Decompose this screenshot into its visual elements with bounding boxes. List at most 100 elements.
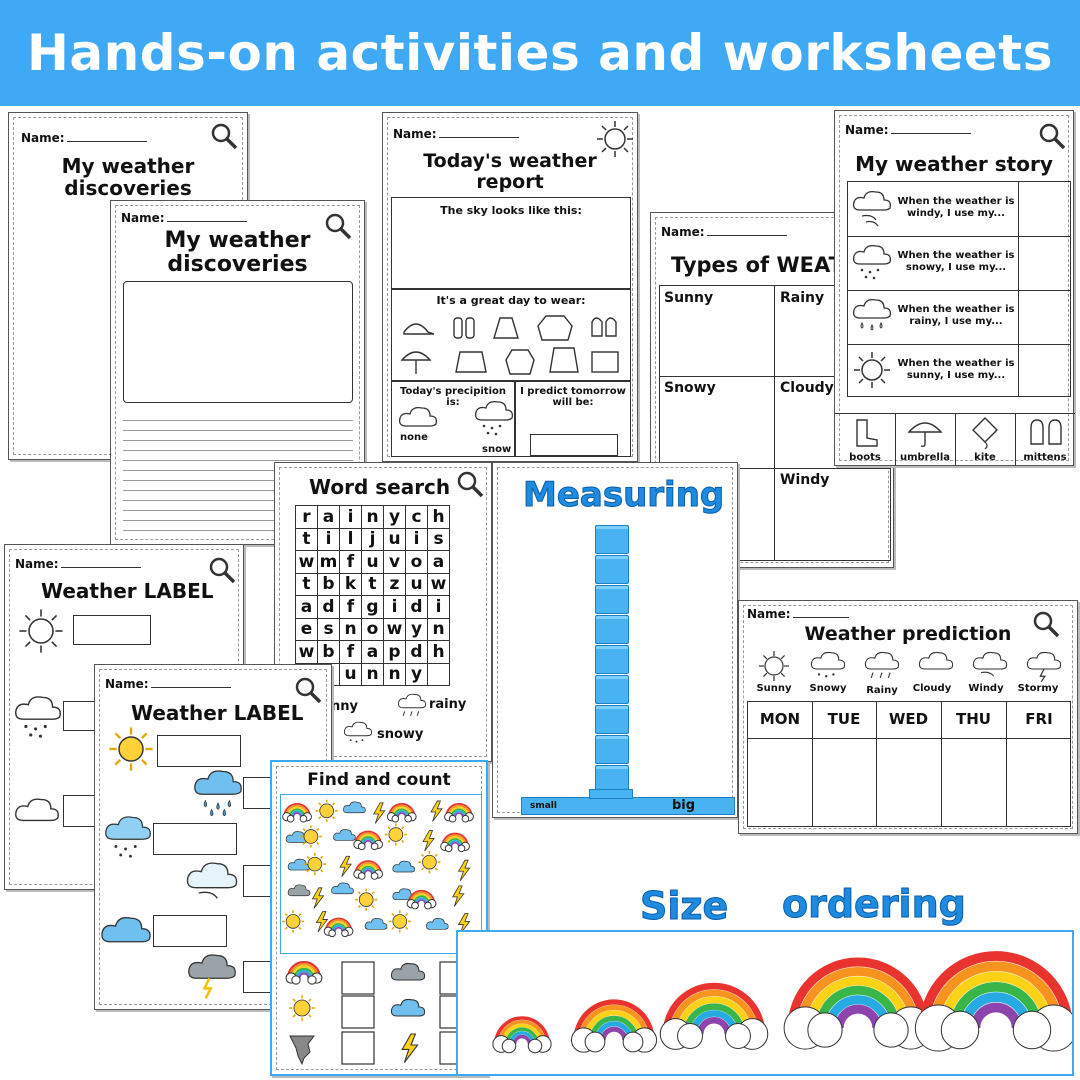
prediction-type-label: Sunny: [756, 683, 792, 694]
day-header-fri: FRI: [1025, 710, 1053, 728]
word-search-cell: g: [361, 595, 384, 619]
sun-icon: [355, 888, 378, 911]
sun-icon: [597, 121, 633, 157]
magnifier-icon: [325, 213, 352, 240]
word-search-cell: e: [295, 617, 318, 641]
cloud-icon: [15, 798, 59, 822]
magnifier-icon: [457, 471, 484, 498]
word-search-cell: a: [295, 595, 318, 619]
count-answer-box: [341, 961, 375, 995]
sun-icon: [388, 910, 411, 933]
word-search-cell: w: [295, 550, 318, 574]
sheet-title: Types of WEAT: [671, 253, 843, 277]
sheet-measuring: Measuring small big: [492, 462, 738, 818]
story-row-text: When the weather is sunny, I use my...: [897, 358, 1015, 381]
snow-cloud-icon: [852, 244, 892, 280]
measuring-block: [595, 735, 629, 764]
lightning-icon: [457, 859, 471, 881]
snow-cloud-icon: [474, 400, 514, 436]
prediction-type-label: Stormy: [1017, 683, 1059, 694]
title-line: Today's weather: [423, 150, 597, 172]
sheet-title: Weather LABEL: [41, 579, 214, 603]
word-search-cell: m: [317, 550, 340, 574]
sun-icon: [759, 651, 789, 681]
word-search-cell: o: [405, 550, 428, 574]
rainbow-row: [492, 951, 1072, 1054]
sun-icon: [315, 799, 338, 822]
rain-cloud-icon: [397, 693, 427, 716]
story-items: boots umbrella kite mittens: [835, 413, 1075, 466]
name-field: Name:: [21, 131, 147, 145]
rainbow-icon: [783, 957, 933, 1050]
rain-cloud-icon: [426, 918, 449, 930]
rainbow-icon: [285, 960, 323, 985]
cloud-icon: [918, 651, 954, 670]
lightning-icon: [339, 855, 352, 878]
word-search-cell: f: [339, 550, 362, 574]
rainbow-icon: [440, 832, 470, 853]
word-search-cell: t: [295, 572, 318, 596]
small-label: small: [530, 801, 557, 811]
none-label: none: [400, 432, 428, 443]
word-search-cell: t: [295, 527, 318, 551]
size-ordering-panel: [456, 930, 1074, 1076]
word-search-cell: u: [383, 527, 406, 551]
sheet-title: Weather LABEL: [131, 701, 304, 725]
word-search-cell: f: [339, 640, 362, 664]
name-label: Name:: [15, 557, 59, 571]
find-scene: [280, 794, 482, 954]
storm-cloud-icon: [390, 962, 426, 981]
cell-label-windy: Windy: [780, 472, 830, 488]
predict-box: I predict tomorrow will be:: [515, 381, 631, 457]
word-search-cell: b: [317, 640, 340, 664]
name-label: Name:: [845, 123, 889, 137]
wear-box: It's a great day to wear:: [391, 289, 631, 381]
word-search-cell: t: [361, 572, 384, 596]
day-header-wed: WED: [888, 710, 929, 728]
title-line: My weather: [164, 228, 311, 253]
word-search-cell: d: [317, 595, 340, 619]
word-search-cell: d: [405, 640, 428, 664]
snow-cloud-icon: [15, 696, 61, 738]
sheet-title: Find and count: [307, 770, 451, 790]
size-ordering-word-ordering: ordering: [782, 882, 967, 927]
cell-label-sunny: Sunny: [664, 290, 714, 306]
sun-icon: [384, 823, 407, 846]
rain-cloud-icon: [333, 829, 356, 841]
sun-icon: [289, 995, 315, 1021]
sheet-title: My weather story: [855, 152, 1053, 176]
size-ordering-word-size: Size: [639, 884, 729, 929]
word-search-cell: z: [383, 572, 406, 596]
cell-label-rainy: Rainy: [780, 290, 825, 306]
sun-icon: [282, 910, 305, 933]
sun-icon: [418, 851, 441, 874]
rain-cloud-icon: [864, 651, 900, 679]
snow-label: snow: [482, 444, 512, 455]
day-header-tue: TUE: [827, 710, 861, 728]
tornado-icon: [289, 1035, 315, 1066]
measuring-block: [595, 615, 629, 644]
name-label: Name:: [747, 607, 791, 621]
word-search-cell: c: [405, 505, 428, 529]
name-label: Name:: [393, 127, 437, 141]
magnifier-icon: [1039, 123, 1066, 150]
sky-box: The sky looks like this:: [391, 197, 631, 289]
measuring-block: [595, 525, 629, 554]
word-search-cell: a: [427, 550, 450, 574]
title-line: My weather: [61, 154, 195, 178]
name-label: Name:: [105, 677, 149, 691]
rain-cloud-icon: [852, 298, 892, 331]
sheet-weather-prediction: Name: Weather prediction Sunny Snowy Rai…: [738, 600, 1078, 834]
sheet-title: Word search: [309, 475, 451, 499]
cloud-icon: [101, 917, 151, 943]
word-list-item: nny: [331, 699, 358, 714]
banner: Hands-on activities and worksheets: [0, 0, 1080, 106]
word-search-cell: o: [361, 617, 384, 641]
magnifier-icon: [211, 123, 238, 150]
word-search-cell: p: [383, 640, 406, 664]
word-search-cell: u: [361, 550, 384, 574]
